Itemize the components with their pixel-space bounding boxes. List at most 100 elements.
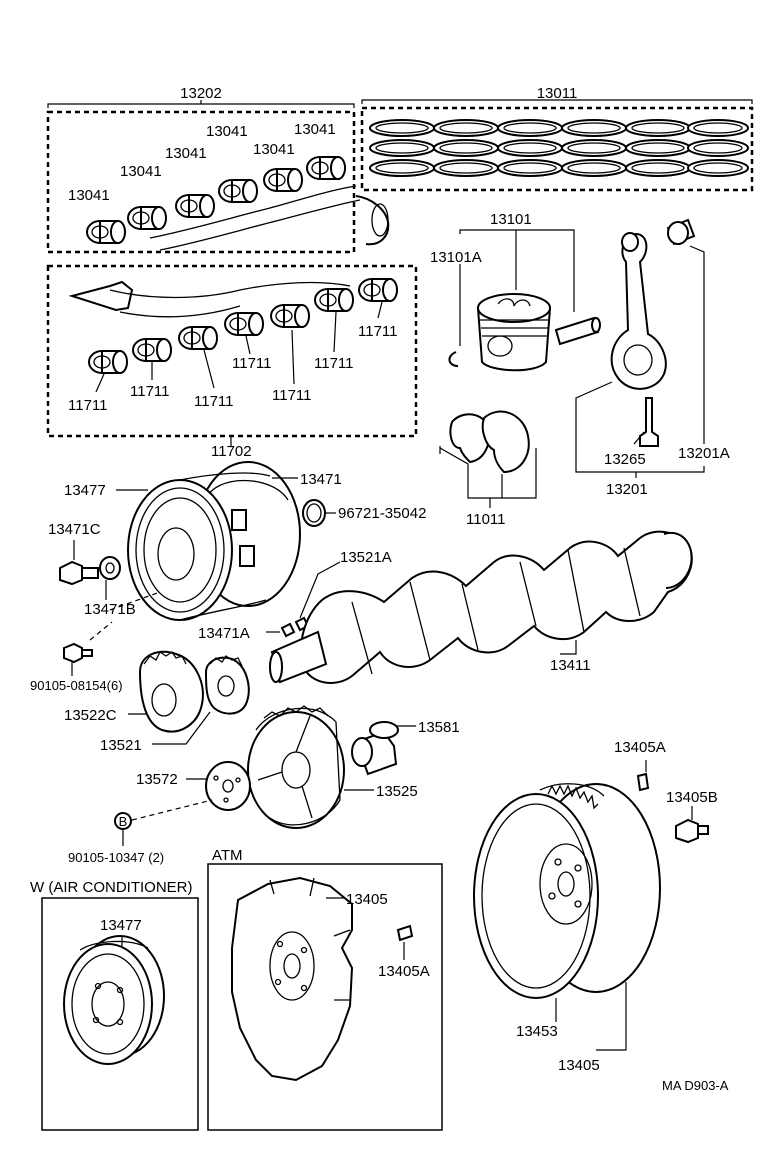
ac-pulley-front — [63, 943, 153, 1065]
thrust-washer-2 — [481, 410, 530, 474]
timing-gear-body — [204, 656, 250, 715]
pulley-rim-side — [255, 707, 341, 826]
con-rod-bracket — [575, 381, 705, 473]
bearing-set-lower-frame — [46, 264, 418, 438]
flywheel-bolt-hole-3 — [548, 892, 556, 900]
timing-gear-hub — [217, 675, 235, 697]
spacer-face — [351, 737, 373, 767]
label-13265: 13265 — [604, 451, 646, 468]
damper-spoke-1 — [231, 509, 247, 531]
con-rod-big-end — [623, 344, 653, 376]
leader-11711-f — [333, 311, 337, 353]
ring-set-5 — [625, 119, 691, 177]
pulley-bolt-head — [59, 560, 83, 586]
leader-11711-g — [377, 301, 383, 319]
lower-bearing-shells — [88, 278, 398, 374]
label-11702: 11702 — [211, 443, 252, 460]
label-13477-ac: 13477 — [100, 917, 142, 934]
flywheel-front-inner — [481, 803, 591, 989]
pulley-spokes — [257, 715, 313, 819]
ac-pulley-hub — [91, 981, 125, 1027]
damper-hub — [157, 527, 195, 581]
label-13405-bottom: 13405 — [558, 1057, 600, 1074]
crankshaft-webs — [351, 547, 641, 675]
timing-gear-13521 — [152, 655, 250, 745]
bearing-set-13202 — [46, 100, 390, 254]
thrust-washer-bracket — [439, 446, 537, 499]
label-13041-d: 13041 — [206, 123, 248, 140]
timing-gear-teeth — [209, 655, 243, 667]
dash-bolt-to-washer — [89, 621, 113, 641]
dowel-pin-13405A — [636, 772, 650, 792]
flywheel-center-plate — [539, 843, 593, 925]
crank-gear-13522C — [128, 650, 204, 733]
label-11711-a: 11711 — [68, 397, 108, 414]
crank-gear-body — [138, 650, 204, 733]
ac-pulley-hole-2 — [116, 986, 124, 994]
label-11711-e: 11711 — [272, 387, 312, 404]
damper-front-groove-2 — [143, 497, 217, 603]
drive-plate — [231, 876, 354, 1082]
pulley-washer — [99, 556, 121, 580]
label-atm: ATM — [212, 847, 243, 864]
label-11711-c: 11711 — [194, 393, 234, 410]
ring-set-6 — [687, 119, 749, 177]
crankshaft-13411 — [269, 530, 693, 684]
label-13041-e: 13041 — [253, 141, 295, 158]
label-13101: 13101 — [490, 211, 532, 228]
con-rod-body — [610, 232, 667, 390]
spacer-13581 — [351, 721, 416, 776]
label-11011: 11011 — [466, 511, 506, 528]
ac-pulley-hole-3 — [92, 1016, 100, 1024]
bearing-set-upper-frame — [46, 110, 356, 254]
figure-code: MA D903-A — [662, 1078, 729, 1093]
crank-outline-lower-2 — [119, 305, 241, 318]
piston-crown-recess — [497, 298, 531, 307]
pulley-rim — [247, 711, 345, 829]
leader-13521A — [299, 561, 341, 619]
snap-ring — [448, 351, 459, 367]
piston-crown — [477, 293, 551, 323]
label-13041-f: 13041 — [294, 121, 336, 138]
piston-bracket — [459, 229, 575, 312]
label-11711-g: 11711 — [358, 323, 398, 340]
bolt-90105-08154 — [63, 621, 113, 676]
atm-frame — [207, 863, 443, 1131]
crank-pulley-13525 — [247, 705, 374, 829]
crankshaft-nose-end — [269, 651, 283, 683]
piston-pin-end — [591, 317, 601, 333]
label-13405A-top: 13405A — [614, 739, 666, 756]
leader-13405-bottom — [596, 982, 627, 1051]
air-conditioner-section — [41, 897, 199, 1131]
crankshaft-flange — [663, 531, 693, 589]
label-90105-10347: 90105-10347 (2) — [68, 850, 164, 865]
part-labels: 13202 13011 13041 13041 13041 13041 1304… — [30, 85, 730, 1093]
piston-ring-sets-13011 — [360, 99, 754, 192]
crank-gear-teeth — [143, 651, 187, 665]
dowel-pin-atm — [396, 924, 414, 942]
crank-outline-upper-2 — [159, 199, 361, 251]
ring-set-4 — [561, 119, 627, 177]
drive-plate-hole-2 — [300, 946, 308, 954]
drive-plate-hole-3 — [274, 978, 282, 986]
bolt-thread — [81, 649, 93, 657]
flywheel-bolt-hole-2 — [574, 864, 582, 872]
thrust-washer-1 — [449, 413, 490, 464]
label-13471A: 13471A — [198, 625, 250, 642]
label-13041-b: 13041 — [120, 163, 162, 180]
label-13471: 13471 — [300, 471, 342, 488]
piston-skirt — [476, 307, 552, 372]
crank-gear-hub — [151, 683, 177, 717]
bearing-set-bracket — [47, 103, 355, 108]
drive-plate-center — [283, 953, 301, 979]
ring-gear-teeth — [547, 784, 599, 810]
label-w-air-conditioner: W (AIR CONDITIONER) — [30, 879, 193, 896]
damper-spoke-2 — [239, 545, 255, 567]
thrust-washers-11011 — [439, 410, 537, 508]
bushing-face — [667, 221, 689, 245]
label-13041-a: 13041 — [68, 187, 110, 204]
crank-snout — [68, 280, 134, 312]
damper-link-top — [179, 472, 271, 481]
ac-frame — [41, 897, 199, 1131]
damper-pulley-13477 — [116, 461, 336, 621]
